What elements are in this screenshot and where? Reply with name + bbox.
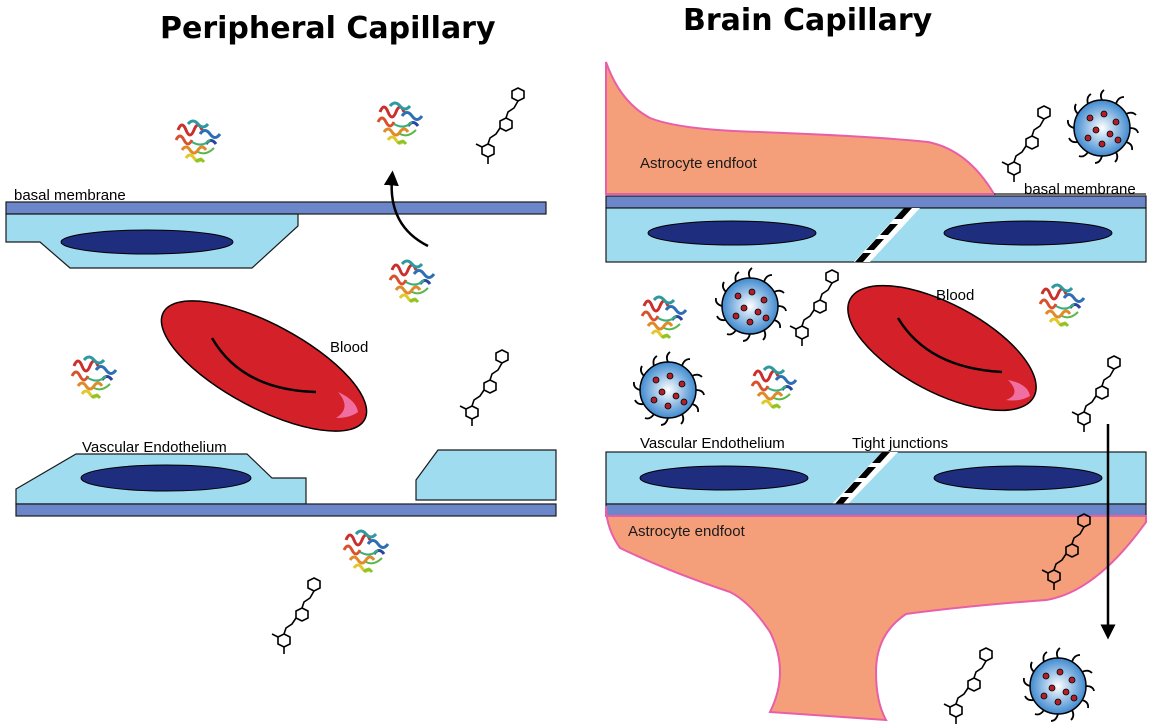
brain-capillary-title: Brain Capillary — [683, 3, 933, 38]
tight-junction-bottom — [832, 452, 898, 504]
bottom-endothelial-cell-right — [415, 449, 557, 501]
protein-icon — [342, 529, 390, 574]
protein-icon — [376, 101, 424, 146]
red-blood-cell-left — [160, 300, 368, 432]
peripheral-capillary-title: Peripheral Capillary — [160, 11, 496, 46]
bottom-endothelial-nucleus-left — [80, 464, 252, 492]
protein-icon — [70, 355, 118, 400]
protein-icon — [1038, 283, 1086, 328]
astrocyte-endfoot-label-top: Astrocyte endfoot — [640, 155, 758, 172]
bottom-basal-membrane — [15, 503, 557, 517]
tight-junction-top — [854, 208, 920, 262]
nanoparticle-icon — [714, 267, 787, 342]
drug-molecule-icon — [1071, 355, 1121, 433]
protein-icon — [640, 295, 688, 340]
tight-junctions-label: Tight junctions — [852, 435, 948, 452]
vascular-endothelium-label-right: Vascular Endothelium — [640, 435, 785, 452]
nanoparticle-icon — [1022, 647, 1095, 722]
protein-icon — [750, 365, 798, 410]
brain-top-nucleus-right — [943, 220, 1113, 246]
astrocyte-endfoot-bottom — [605, 505, 1147, 722]
drug-molecule-icon — [271, 577, 321, 655]
drug-molecule-icon — [1001, 105, 1051, 183]
protein-icon — [174, 119, 222, 164]
brain-top-nucleus-left — [647, 220, 817, 246]
vascular-endothelium-label-left: Vascular Endothelium — [82, 439, 227, 456]
astrocyte-endfoot-label-bottom: Astrocyte endfoot — [628, 523, 746, 540]
basal-membrane-label: basal membrane — [14, 187, 126, 204]
brain-bottom-nucleus-right — [933, 465, 1103, 491]
transcytosis-arrow — [383, 170, 429, 248]
peripheral-capillary-panel: basal membrane Blood Vascular Endotheliu… — [5, 87, 557, 655]
drug-molecule-icon — [789, 269, 839, 347]
brain-bottom-nucleus-left — [639, 465, 809, 491]
brain-capillary-panel: Astrocyte endfoot basal membrane Blood — [605, 61, 1147, 725]
nanoparticle-icon — [1066, 89, 1139, 164]
drug-molecule-icon — [943, 647, 993, 725]
drug-molecule-icon — [475, 87, 525, 165]
top-endothelial-nucleus — [60, 229, 234, 255]
drug-molecule-icon — [459, 349, 509, 427]
protein-icon — [388, 259, 436, 304]
blood-label-left: Blood — [330, 339, 368, 356]
nanoparticle-icon — [632, 351, 705, 426]
basal-membrane-label-right: basal membrane — [1024, 181, 1136, 198]
brain-bottom-basal-membrane — [605, 503, 1147, 517]
astrocyte-endfoot-top — [605, 61, 996, 195]
blood-label-right: Blood — [936, 287, 974, 304]
red-blood-cell-right — [847, 284, 1037, 412]
